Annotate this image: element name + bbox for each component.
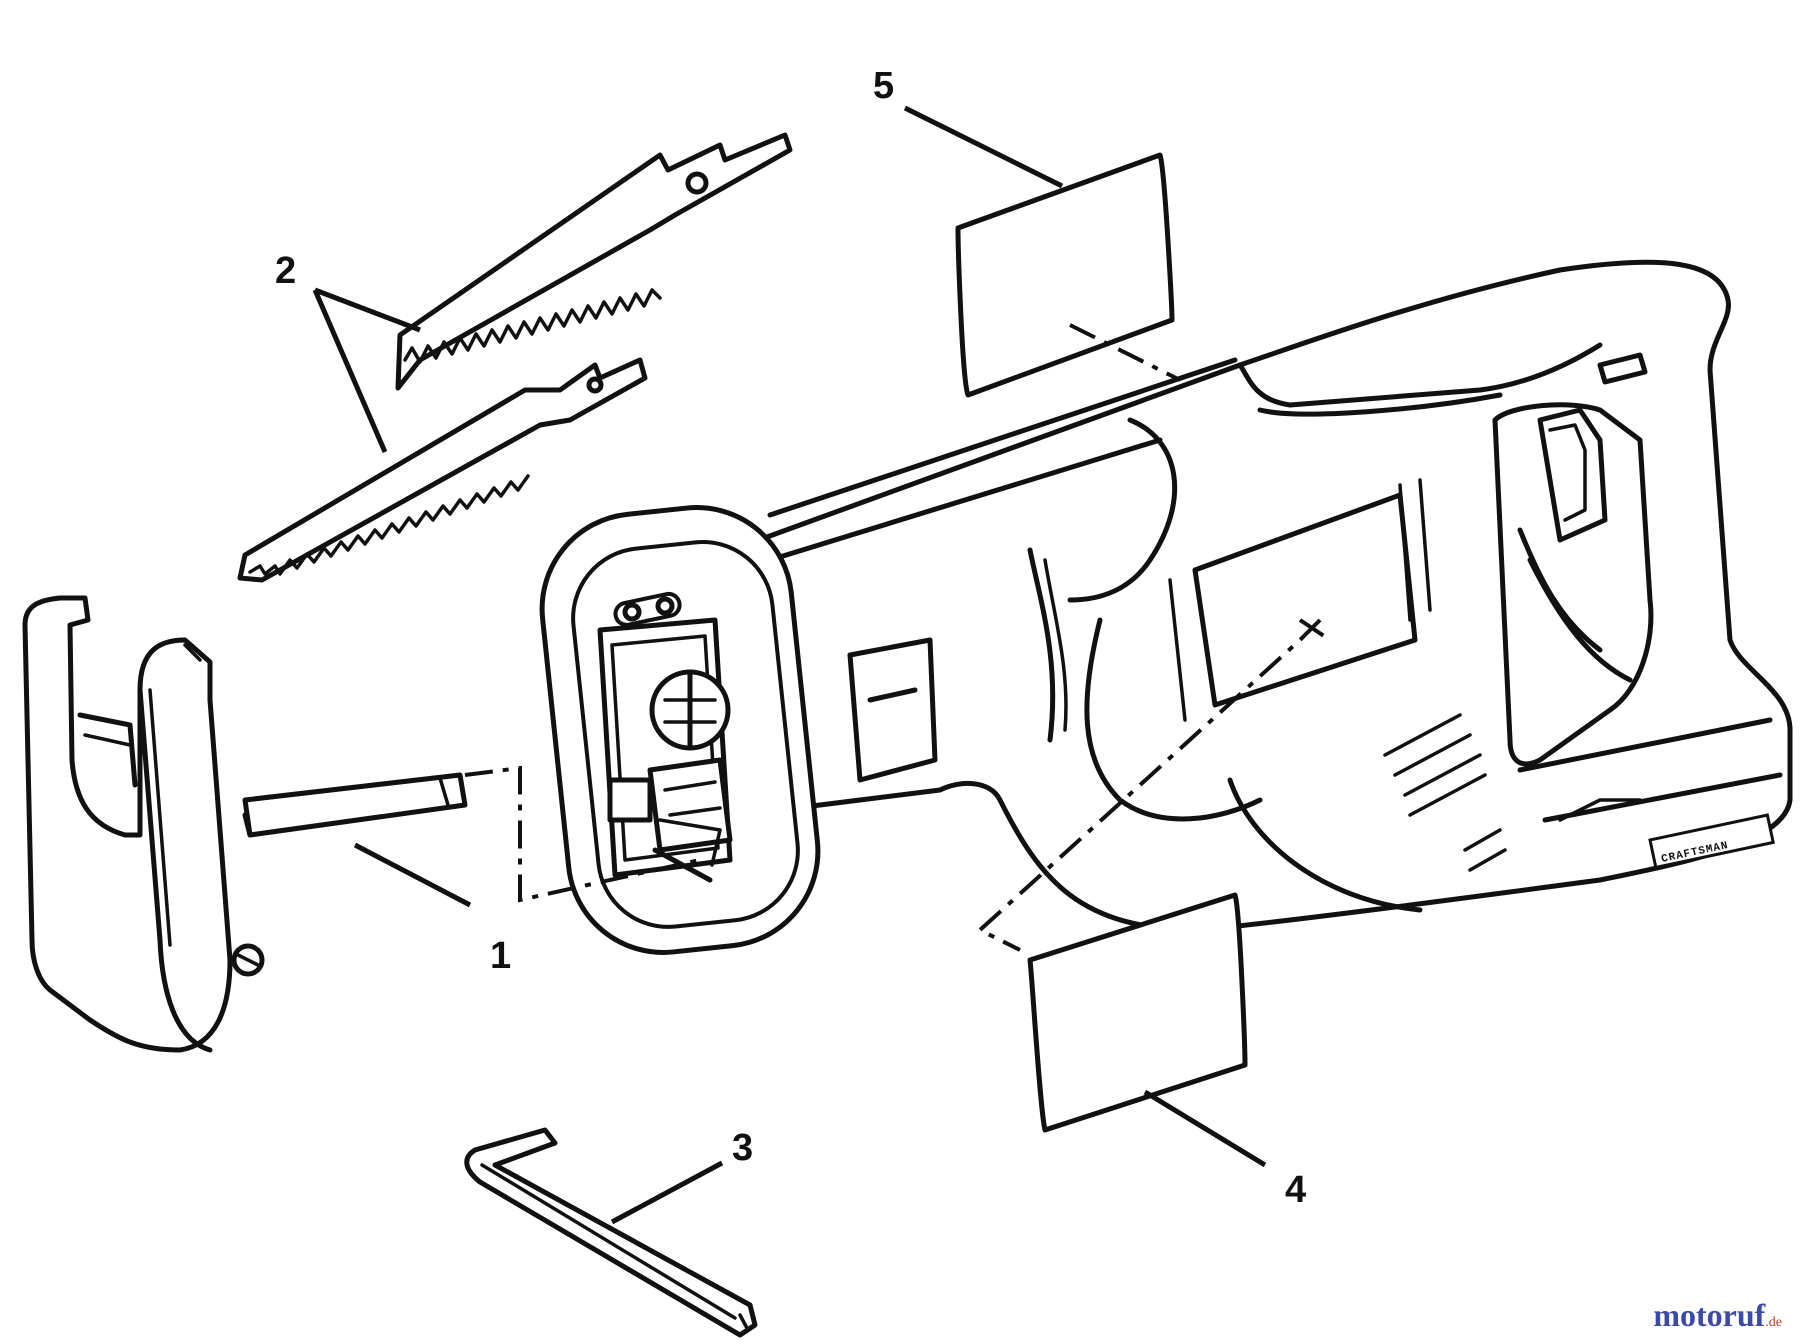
cooling-vents xyxy=(1383,713,1507,872)
callout-leader-lines xyxy=(312,105,1267,1225)
part-4-label-plate xyxy=(1027,892,1248,1133)
callout-3: 3 xyxy=(732,1127,753,1169)
saw-nose-front xyxy=(539,505,821,955)
callout-2: 2 xyxy=(275,250,296,292)
callout-4: 4 xyxy=(1285,1169,1306,1211)
watermark-tld: .de xyxy=(1765,1315,1782,1330)
part-3-hex-key xyxy=(464,1127,758,1338)
callout-numbers: 1 2 3 4 5 xyxy=(275,65,1306,1211)
reciprocating-saw-body: CRAFTSMAN xyxy=(742,259,1793,933)
watermark-name: motoruf xyxy=(1653,1297,1766,1333)
part-2-saw-blades xyxy=(237,132,793,583)
part-1-adjustable-shoe xyxy=(22,595,468,1053)
watermark-logo: motoruf.de xyxy=(1653,1297,1782,1334)
callout-1: 1 xyxy=(490,935,511,977)
assembly-dashed-lines xyxy=(464,323,1332,952)
part-5-label-plate xyxy=(955,152,1175,398)
callout-5: 5 xyxy=(873,65,894,107)
